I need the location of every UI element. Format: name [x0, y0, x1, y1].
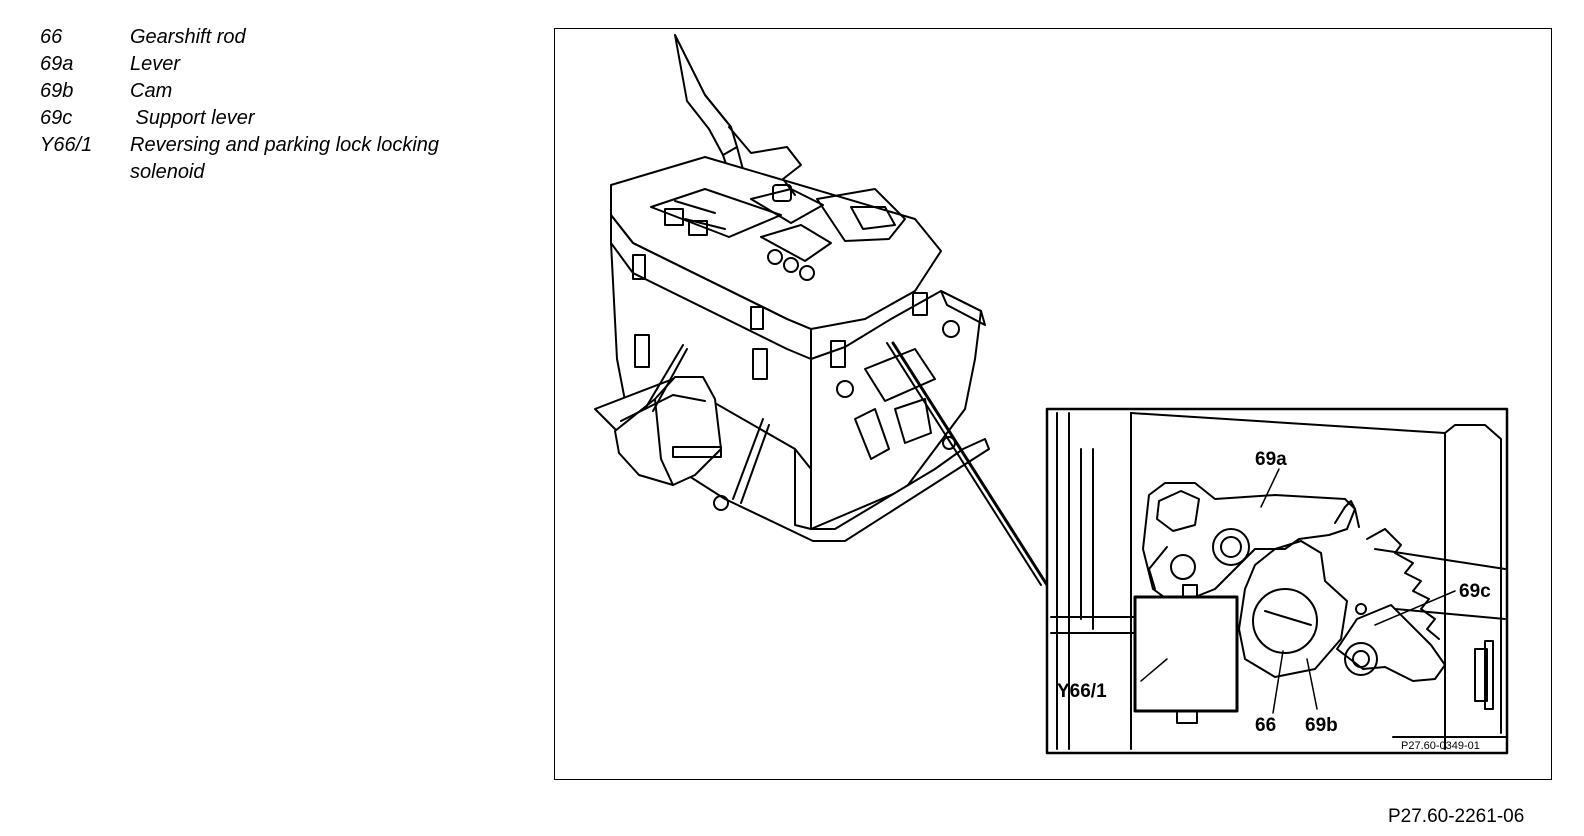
callout-69c: 69c: [1459, 581, 1491, 602]
inset-reference: P27.60-0349-01: [1401, 740, 1480, 752]
callout-69a: 69a: [1255, 449, 1287, 470]
legend: 66 Gearshift rod 69a Lever 69b Cam 69c S…: [40, 24, 520, 186]
solenoid-drawing: [614, 344, 770, 504]
legend-item: 69c Support lever: [40, 105, 520, 132]
callout-y66-1: Y66/1: [1057, 681, 1107, 702]
legend-text: Cam: [130, 80, 173, 102]
legend-code: 69a: [40, 53, 74, 75]
legend-text: Gearshift rod: [130, 26, 246, 48]
legend-item: 66 Gearshift rod: [40, 24, 520, 51]
gearshift-assembly-drawing: 69a 69c Y66/1 66 69b P27.60-0349-01: [594, 34, 1509, 755]
figure-reference: P27.60-2261-06: [1388, 806, 1525, 827]
selector-lever-drawing: [674, 34, 746, 180]
callout-69b: 69b: [1305, 715, 1338, 736]
legend-code: 66: [40, 26, 63, 48]
legend-text: Reversing and parking lock locking solen…: [130, 134, 440, 183]
legend-item: 69a Lever: [40, 51, 520, 78]
gate-housing-drawing: [610, 126, 942, 360]
inset-detail-drawing: [1045, 407, 1509, 755]
legend-code: Y66/1: [40, 134, 93, 156]
legend-text: Lever: [130, 53, 181, 75]
figure-frame: 69a 69c Y66/1 66 69b P27.60-0349-01: [554, 28, 1552, 780]
legend-text: Support lever: [130, 107, 255, 129]
legend-code: 69b: [40, 80, 74, 102]
legend-code: 69c: [40, 107, 73, 129]
callout-66: 66: [1255, 715, 1276, 736]
legend-item: 69b Cam: [40, 78, 520, 105]
inset-leader: [886, 341, 1049, 587]
legend-item: Y66/1 Reversing and parking lock locking…: [40, 132, 520, 186]
